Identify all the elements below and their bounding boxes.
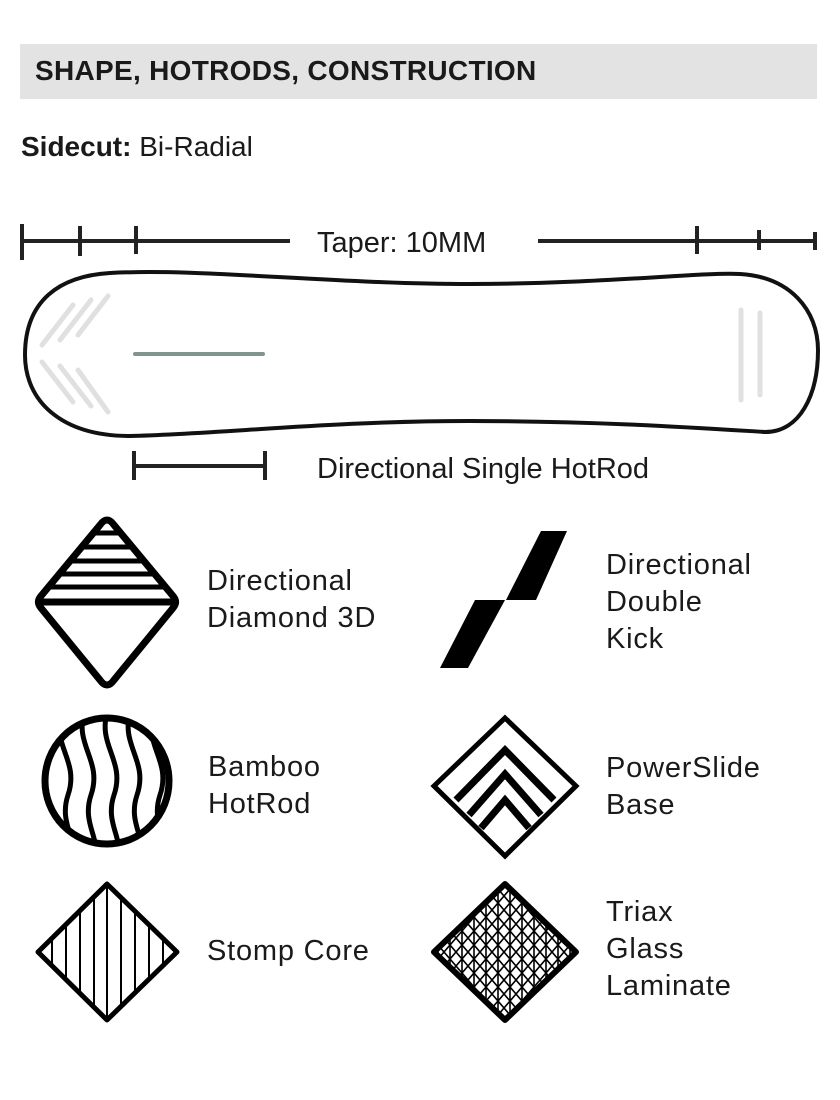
bamboo-hotrod-icon	[41, 714, 173, 848]
hotrod-label: Directional Single HotRod	[317, 453, 649, 485]
feature-label-powerslide-base: PowerSlide Base	[606, 750, 761, 824]
label-line: Triax	[606, 896, 674, 928]
taper-ruler	[20, 224, 817, 260]
sidecut-label: Sidecut:	[21, 131, 132, 162]
directional-double-kick-icon	[440, 531, 567, 668]
powerslide-base-icon	[430, 714, 580, 860]
feature-label-bamboo-hotrod: Bamboo HotRod	[208, 749, 321, 823]
feature-label-stomp-core: Stomp Core	[207, 933, 370, 970]
sidecut-info: Sidecut: Bi-Radial	[21, 131, 253, 163]
ghost-lines	[39, 293, 763, 415]
label-line: HotRod	[208, 788, 312, 820]
triax-glass-laminate-icon	[431, 881, 579, 1023]
stomp-core-icon	[35, 881, 180, 1023]
hotrod-ruler	[132, 451, 267, 480]
section-title: SHAPE, HOTRODS, CONSTRUCTION	[35, 55, 537, 86]
label-line: Kick	[606, 623, 664, 655]
directional-diamond-3d-icon	[35, 516, 179, 689]
label-line: Double	[606, 586, 703, 618]
label-line: Bamboo	[208, 751, 321, 783]
feature-label-directional-diamond-3d: Directional Diamond 3D	[207, 563, 376, 637]
taper-label: Taper: 10MM	[317, 227, 486, 259]
label-line: Laminate	[606, 970, 732, 1002]
section-header: SHAPE, HOTRODS, CONSTRUCTION	[20, 44, 817, 99]
label-line: Directional	[606, 549, 752, 581]
label-line: Diamond 3D	[207, 602, 377, 634]
label-line: Glass	[606, 933, 685, 965]
sidecut-value: Bi-Radial	[139, 131, 253, 162]
label-line: PowerSlide	[606, 752, 761, 784]
label-line: Directional	[207, 565, 353, 597]
snowboard-outline	[22, 270, 821, 439]
feature-label-triax-glass-laminate: Triax Glass Laminate	[606, 894, 732, 1005]
label-line: Stomp Core	[207, 935, 370, 967]
label-line: Base	[606, 789, 676, 821]
feature-label-directional-double-kick: Directional Double Kick	[606, 547, 752, 658]
